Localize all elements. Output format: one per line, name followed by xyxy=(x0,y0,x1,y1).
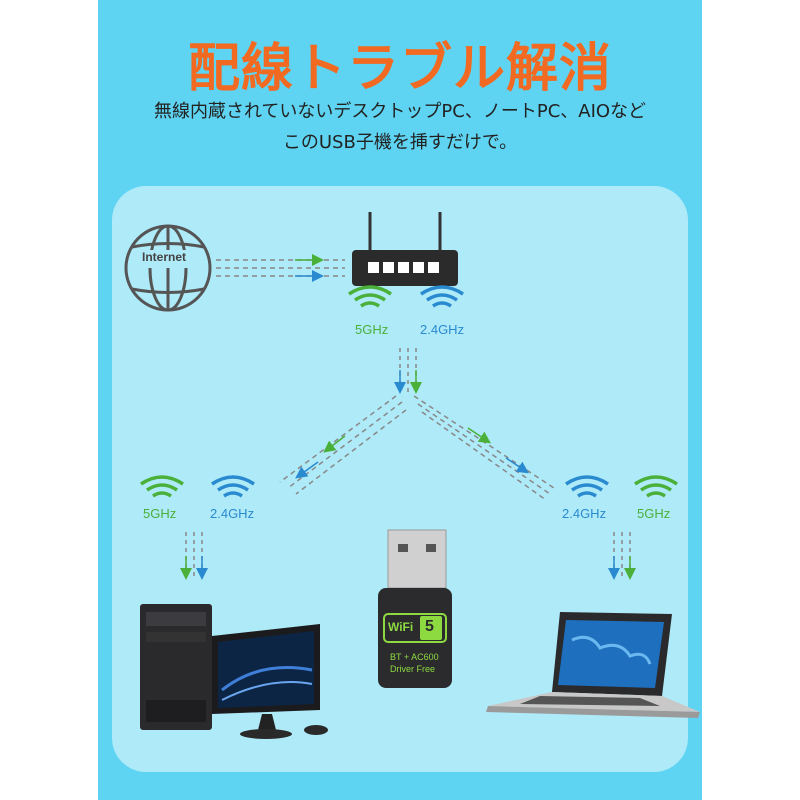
laptop-icon xyxy=(486,612,700,718)
left-link-lines xyxy=(279,395,407,495)
router-icon xyxy=(352,212,458,286)
router-24ghz-label: 2.4GHz xyxy=(420,322,465,337)
laptop-wifi-24ghz-icon xyxy=(565,475,609,498)
adapter-line-2: Driver Free xyxy=(390,664,436,674)
subtitle-line-2: このUSB子機を挿すだけで。 xyxy=(282,132,518,153)
internet-link-lines xyxy=(216,254,345,282)
router-5ghz-label: 5GHz xyxy=(355,322,389,337)
desktop-wifi-5ghz-icon xyxy=(140,475,184,498)
desktop-5ghz-label: 5GHz xyxy=(143,506,177,521)
laptop-down-lines xyxy=(608,532,636,580)
router-wifi-5ghz-icon xyxy=(348,285,392,308)
desktop-pc-icon xyxy=(140,604,328,739)
router-down-lines xyxy=(394,348,422,394)
adapter-line-1: BT + AC600 xyxy=(390,652,439,662)
laptop-24ghz-label: 2.4GHz xyxy=(562,506,607,521)
laptop-wifi-5ghz-icon xyxy=(634,475,678,498)
desktop-down-lines xyxy=(180,532,208,580)
internet-label: Internet xyxy=(142,250,187,264)
router-wifi-24ghz-icon xyxy=(420,285,464,308)
adapter-logo-text: WiFi xyxy=(388,620,414,634)
laptop-5ghz-label: 5GHz xyxy=(637,506,671,521)
usb-adapter-icon xyxy=(378,529,452,688)
adapter-logo-number: 5 xyxy=(425,618,434,635)
right-link-lines xyxy=(413,395,555,501)
desktop-wifi-24ghz-icon xyxy=(211,475,255,498)
subtitle-line-1: 無線内蔵されていないデスクトップPC、ノートPC、AIOなど xyxy=(153,101,647,122)
page-title: 配線トラブル解消 xyxy=(187,39,612,99)
desktop-24ghz-label: 2.4GHz xyxy=(210,506,255,521)
globe-icon xyxy=(124,224,212,312)
